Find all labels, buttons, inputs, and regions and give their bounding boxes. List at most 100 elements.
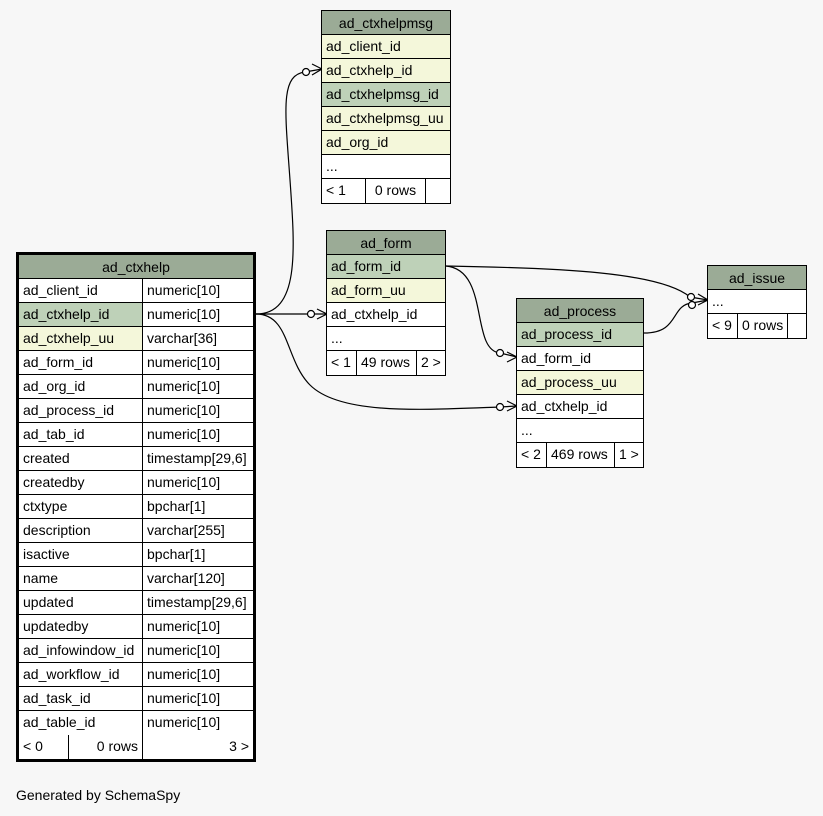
column-name: ad_form_id bbox=[331, 258, 402, 274]
column-type: timestamp[29,6] bbox=[143, 447, 253, 470]
parents-link[interactable]: < 0 bbox=[19, 735, 69, 759]
optional-marker bbox=[301, 67, 311, 77]
column-row[interactable]: ... bbox=[322, 155, 450, 179]
table-footer: < 2 469 rows 1 > bbox=[517, 443, 643, 467]
column-name: ad_org_id bbox=[19, 375, 143, 398]
column-type: bpchar[1] bbox=[143, 543, 253, 566]
column-name: ad_task_id bbox=[19, 687, 143, 710]
column-name: ad_ctxhelp_id bbox=[326, 62, 413, 78]
column-name: ad_process_id bbox=[521, 326, 613, 342]
column-type: numeric[10] bbox=[143, 399, 253, 422]
row-count: 0 rows bbox=[738, 314, 788, 338]
column-name: updatedby bbox=[19, 615, 143, 638]
edge-form-issue bbox=[445, 265, 709, 301]
column-row[interactable]: ... bbox=[327, 327, 445, 351]
column-row[interactable]: ad_ctxhelpmsg_uu bbox=[322, 107, 450, 131]
column-type: varchar[255] bbox=[143, 519, 253, 542]
column-row[interactable]: ad_process_id bbox=[517, 323, 643, 347]
column-row[interactable]: ad_org_id bbox=[322, 131, 450, 155]
column-name: createdby bbox=[19, 471, 143, 494]
table-ad_process[interactable]: ad_process ad_process_id ad_form_id ad_p… bbox=[516, 298, 644, 468]
column-name: description bbox=[19, 519, 143, 542]
column-row[interactable]: ad_ctxhelpmsg_id bbox=[322, 83, 450, 107]
optional-marker bbox=[306, 309, 316, 319]
children-link[interactable] bbox=[426, 179, 450, 203]
column-name: created bbox=[19, 447, 143, 470]
column-type: numeric[10] bbox=[143, 639, 253, 662]
column-row[interactable]: ad_ctxhelp_id bbox=[517, 395, 643, 419]
children-link[interactable]: 1 > bbox=[619, 446, 639, 462]
column-name: ad_process_id bbox=[19, 399, 143, 422]
column-row[interactable]: ad_ctxhelp_id bbox=[322, 59, 450, 83]
column-name: ad_workflow_id bbox=[19, 663, 143, 686]
column-row[interactable]: ad_process_uu bbox=[517, 371, 643, 395]
optional-marker bbox=[686, 292, 696, 302]
column-name: isactive bbox=[19, 543, 143, 566]
children-link[interactable]: 3 > bbox=[229, 738, 249, 754]
optional-marker bbox=[687, 300, 697, 310]
column-name: ad_infowindow_id bbox=[19, 639, 143, 662]
optional-marker bbox=[495, 348, 505, 358]
parents-link[interactable]: < 2 bbox=[517, 443, 547, 467]
row-count: 469 rows bbox=[547, 443, 615, 467]
parents-link[interactable]: < 1 bbox=[322, 179, 366, 203]
column-name: ad_ctxhelp_id bbox=[521, 398, 608, 414]
column-row[interactable]: ... bbox=[517, 419, 643, 443]
column-name: ad_ctxhelp_uu bbox=[19, 327, 143, 350]
children-link[interactable] bbox=[788, 314, 806, 338]
column-name: ad_client_id bbox=[19, 279, 143, 302]
table-title: ad_process bbox=[517, 299, 643, 323]
edge-ctxhelp-process bbox=[255, 313, 518, 410]
parents-link[interactable]: < 9 bbox=[708, 314, 738, 338]
column-row[interactable]: ad_client_id bbox=[322, 35, 450, 59]
column-row[interactable]: ad_form_id bbox=[517, 347, 643, 371]
column-row[interactable]: ad_ctxhelp_id bbox=[327, 303, 445, 327]
column-name: ad_tab_id bbox=[19, 423, 143, 446]
column-name: name bbox=[19, 567, 143, 590]
column-row[interactable]: ... bbox=[708, 290, 806, 314]
table-title: ad_ctxhelpmsg bbox=[322, 11, 450, 35]
column-name: ... bbox=[326, 158, 338, 174]
column-name: ad_form_id bbox=[521, 350, 592, 366]
edge-ctxhelp-ctxhelpmsg bbox=[255, 68, 323, 315]
column-row[interactable]: ad_form_id bbox=[327, 255, 445, 279]
generated-by-credit: Generated by SchemaSpy bbox=[16, 787, 181, 803]
column-name: ad_form_uu bbox=[331, 282, 406, 298]
table-footer: < 9 0 rows bbox=[708, 314, 806, 338]
column-type: bpchar[1] bbox=[143, 495, 253, 518]
table-title: ad_form bbox=[327, 231, 445, 255]
children-link[interactable]: 2 > bbox=[421, 354, 441, 370]
table-ad_issue[interactable]: ad_issue ... < 9 0 rows bbox=[707, 265, 807, 339]
column-type: numeric[10] bbox=[143, 423, 253, 446]
table-title: ad_ctxhelp bbox=[19, 255, 253, 279]
table-ad_form[interactable]: ad_form ad_form_id ad_form_uu ad_ctxhelp… bbox=[326, 230, 446, 376]
edge-form-process bbox=[445, 265, 518, 358]
column-name: ad_ctxhelp_id bbox=[331, 306, 418, 322]
parents-link[interactable]: < 1 bbox=[327, 351, 357, 375]
column-name: ad_form_id bbox=[19, 351, 143, 374]
table-ad_ctxhelpmsg[interactable]: ad_ctxhelpmsg ad_client_id ad_ctxhelp_id… bbox=[321, 10, 451, 204]
column-row[interactable]: ad_form_uu bbox=[327, 279, 445, 303]
table-footer: < 1 49 rows 2 > bbox=[327, 351, 445, 375]
table-title: ad_issue bbox=[708, 266, 806, 290]
